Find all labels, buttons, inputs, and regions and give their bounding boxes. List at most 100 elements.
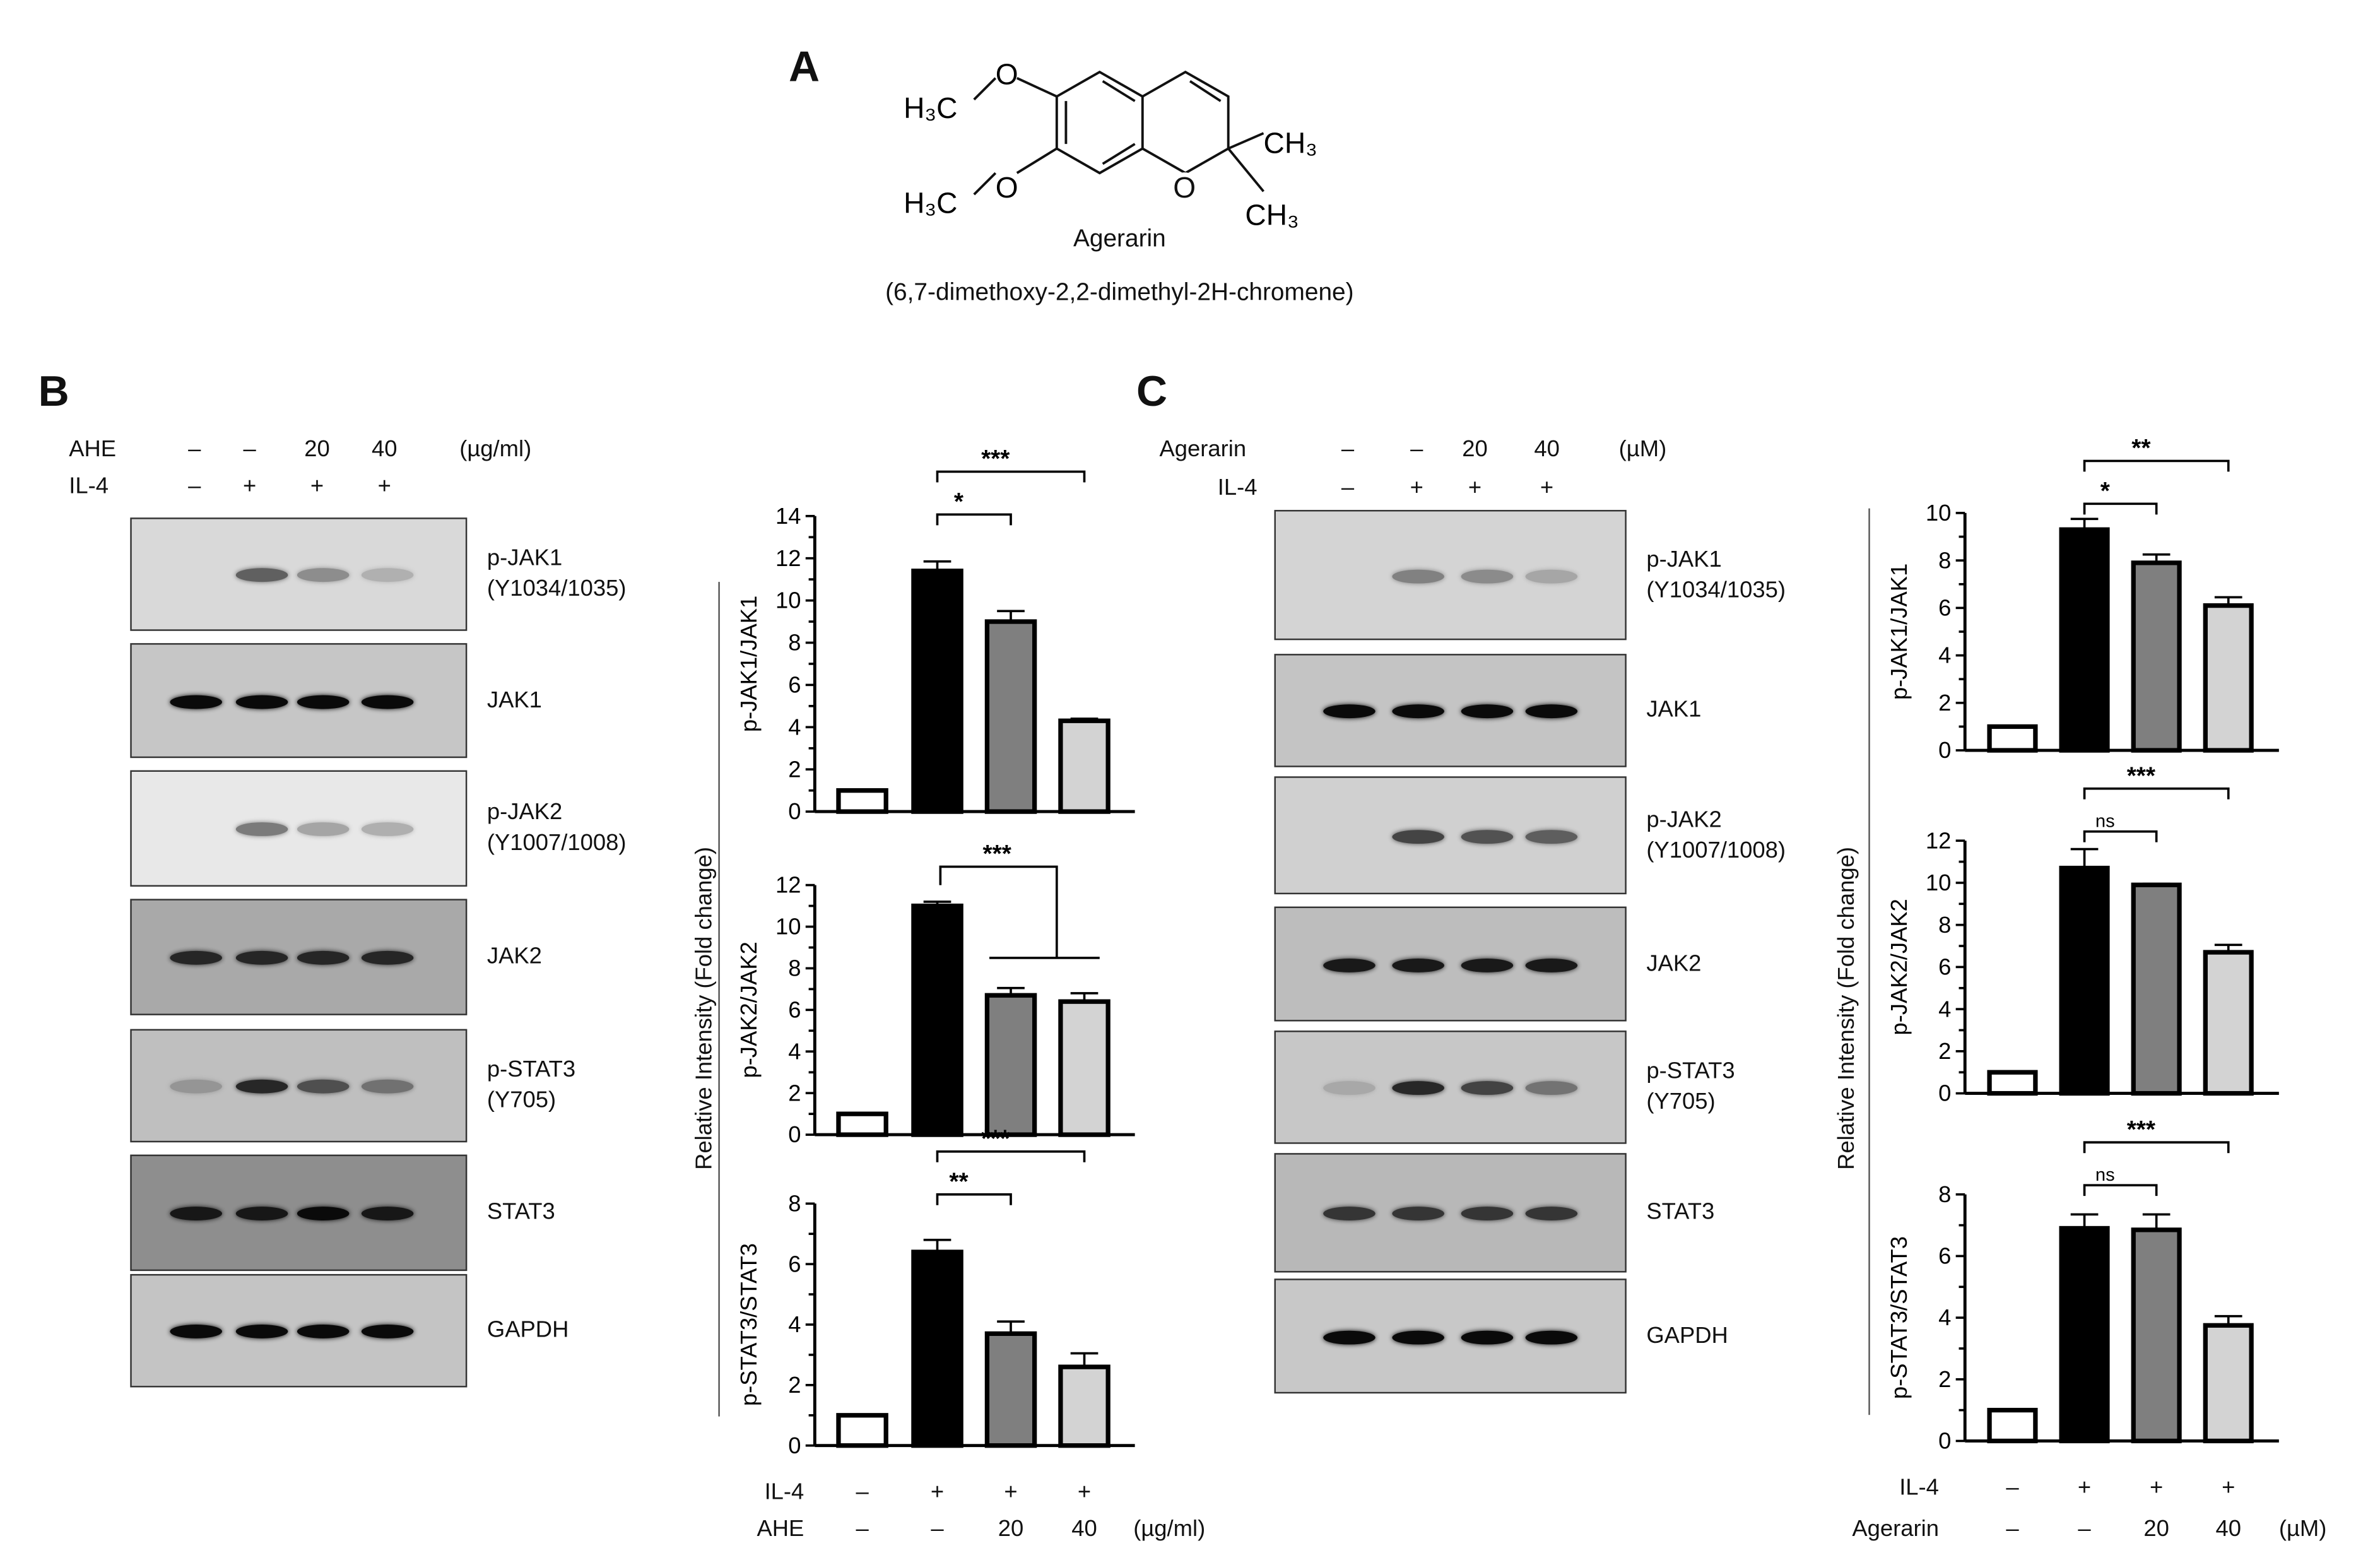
y-tick-label: 14 — [775, 503, 801, 529]
protein-band — [1525, 1081, 1578, 1096]
bar — [2059, 527, 2110, 753]
y-tick-label: 6 — [1938, 594, 1951, 620]
significance-label: * — [954, 488, 964, 516]
y-tick-label: 6 — [1938, 1243, 1951, 1269]
significance-bracket — [2083, 1141, 2230, 1154]
protein-band — [297, 694, 350, 709]
y-tick-label: 2 — [788, 1372, 801, 1398]
blot-label: GAPDH — [486, 1316, 569, 1344]
protein-band — [170, 950, 222, 965]
x-row-value: – — [2078, 1516, 2091, 1542]
protein-band — [361, 568, 414, 582]
protein-band — [1392, 569, 1444, 583]
treatment-value: + — [243, 473, 257, 500]
protein-band — [1525, 957, 1578, 972]
h3c-bottom: H₃C — [904, 186, 957, 219]
protein-band — [1323, 957, 1376, 972]
blot-strip — [1274, 906, 1627, 1022]
bar — [836, 1413, 888, 1448]
x-row-value: – — [856, 1479, 869, 1506]
blot-strip — [1274, 1153, 1627, 1273]
protein-band — [1461, 957, 1514, 972]
x-row-value: + — [1077, 1479, 1092, 1506]
protein-band — [361, 1079, 414, 1094]
y-tick-label: 10 — [1926, 870, 1951, 895]
blot-label: p-JAK1 (Y1034/1035) — [1646, 546, 1786, 603]
bar — [2131, 882, 2182, 1096]
y-tick-label: 8 — [788, 630, 801, 656]
x-row-value: + — [2150, 1474, 2164, 1501]
bar — [1987, 724, 2038, 753]
x-row-value: – — [2006, 1474, 2019, 1501]
y-tick-label: 4 — [788, 1038, 801, 1064]
bar — [1058, 718, 1110, 814]
y-tick-label: 0 — [1938, 1428, 1951, 1454]
blot-strip — [130, 1273, 468, 1388]
y-tick-label: 0 — [1938, 1080, 1951, 1106]
blot-label: JAK1 — [486, 687, 542, 713]
protein-band — [1461, 829, 1514, 843]
significance-label: *** — [981, 1126, 1010, 1153]
y-tick-label: 8 — [1938, 1181, 1951, 1207]
significance-label: ** — [2131, 435, 2151, 462]
protein-band — [297, 1079, 350, 1094]
protein-band — [1461, 1081, 1514, 1096]
x-row-name: Agerarin — [1852, 1516, 1939, 1542]
x-row-value: – — [931, 1516, 944, 1542]
blot-label: JAK2 — [486, 943, 542, 970]
treatment-value: + — [1410, 475, 1423, 501]
protein-band — [1392, 1330, 1444, 1344]
y-tick-label: 2 — [1938, 1366, 1951, 1392]
significance-bracket — [936, 470, 1086, 483]
protein-band — [170, 694, 222, 709]
protein-band — [297, 568, 350, 582]
significance-bracket — [936, 513, 1012, 526]
blot-strip — [130, 1029, 468, 1143]
y-tick-label: 4 — [788, 1311, 801, 1337]
bar — [2203, 1323, 2254, 1444]
blot-label: JAK1 — [1646, 697, 1702, 723]
x-row-value: + — [2077, 1474, 2092, 1501]
y-tick-label: 12 — [1926, 827, 1951, 853]
treatment-value: – — [1410, 436, 1423, 463]
y-tick-label: 8 — [1938, 912, 1951, 938]
bar — [836, 1111, 888, 1137]
protein-band — [1461, 569, 1514, 583]
protein-band — [235, 1207, 288, 1221]
x-row-value: – — [856, 1516, 869, 1542]
y-tick-label: 0 — [1938, 737, 1951, 763]
y-tick-label: 4 — [1938, 642, 1951, 668]
blot-strip — [1274, 510, 1627, 641]
panel-b-label: B — [38, 367, 69, 415]
protein-band — [297, 950, 350, 965]
blot-label: p-JAK2 (Y1007/1008) — [1646, 806, 1786, 863]
significance-bracket — [2083, 830, 2158, 842]
bar — [2059, 865, 2110, 1096]
protein-band — [235, 1079, 288, 1094]
protein-band — [1323, 1207, 1376, 1221]
protein-band — [1525, 704, 1578, 719]
protein-band — [1323, 1081, 1376, 1096]
protein-band — [235, 950, 288, 965]
o-top: O — [996, 57, 1018, 90]
protein-band — [1323, 1330, 1376, 1344]
bar — [911, 569, 963, 814]
protein-band — [1392, 1081, 1444, 1096]
y-tick-label: 0 — [788, 798, 801, 824]
x-row-name: IL-4 — [764, 1479, 804, 1506]
blot-label: GAPDH — [1646, 1322, 1728, 1349]
y-tick-label: 6 — [788, 672, 801, 698]
significance-bracket — [2083, 459, 2230, 472]
protein-band — [170, 1079, 222, 1094]
treatment-value: 40 — [371, 436, 398, 463]
protein-band — [1525, 1330, 1578, 1344]
bar — [984, 619, 1037, 814]
protein-band — [235, 1325, 288, 1338]
x-row-value: + — [2222, 1474, 2236, 1501]
x-row-name: AHE — [757, 1516, 804, 1542]
treatment-value: 20 — [304, 436, 330, 463]
